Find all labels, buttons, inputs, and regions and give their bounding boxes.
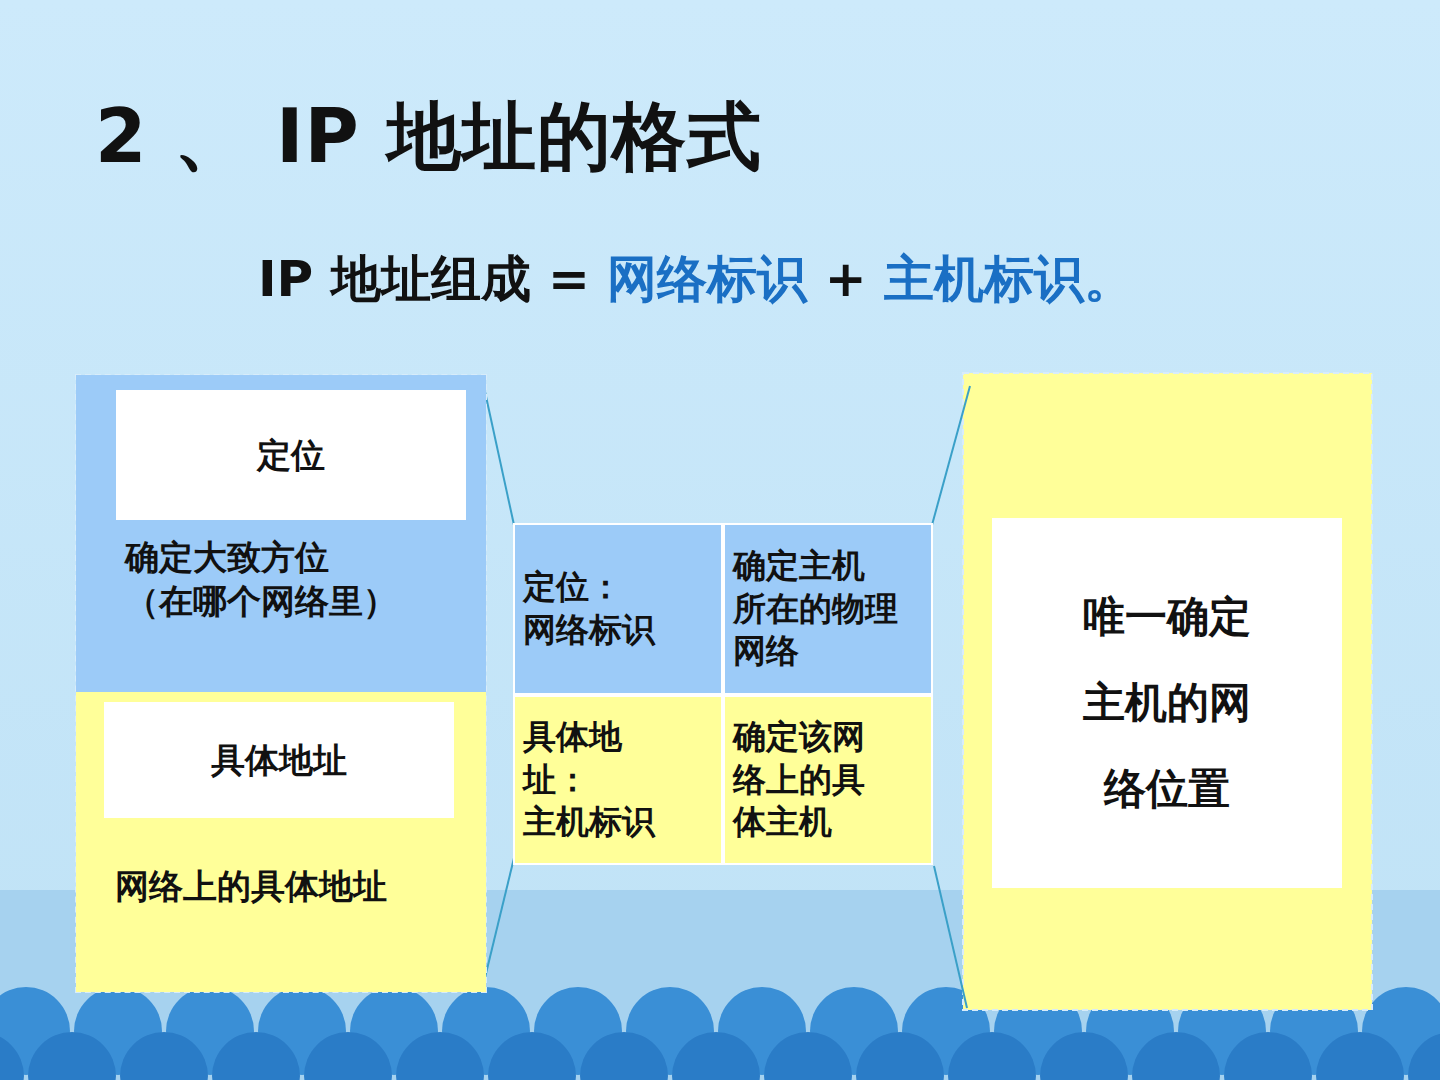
location-band: 确定大致方位 （在哪个网络里） 定位 bbox=[76, 375, 486, 692]
subtitle: IP 地址组成 = 网络标识 + 主机标识。 bbox=[258, 246, 1134, 313]
address-band: 网络上的具体地址 具体地址 bbox=[76, 692, 486, 992]
subtitle-part: IP 地址组成 = bbox=[258, 250, 590, 308]
table-cell: 确定主机 所在的物理 网络 bbox=[723, 523, 933, 695]
table-cell: 具体地 址： 主机标识 bbox=[513, 695, 723, 865]
result-box: 唯一确定 主机的网 络位置 bbox=[992, 518, 1342, 888]
node-text: 定位： 网络标识 bbox=[523, 566, 691, 652]
subtitle-part: 主机标识。 bbox=[884, 250, 1134, 308]
node-text: 确定大致方位 （在哪个网络里） bbox=[125, 535, 465, 623]
subtitle-part: 网络标识 bbox=[607, 250, 807, 308]
node-text: 确定主机 所在的物理 网络 bbox=[733, 545, 905, 674]
title: 2 、 IP 地址的格式 bbox=[95, 88, 762, 188]
table-cell: 定位： 网络标识 bbox=[513, 523, 723, 695]
node-text: 定位 bbox=[257, 433, 325, 477]
table-cell: 确定该网 络上的具 体主机 bbox=[723, 695, 933, 865]
location-box: 定位 bbox=[116, 390, 466, 520]
subtitle-part: + bbox=[825, 250, 867, 308]
node-text: 确定该网 络上的具 体主机 bbox=[733, 716, 905, 845]
node-text: 网络上的具体地址 bbox=[115, 864, 475, 908]
address-box: 具体地址 bbox=[104, 702, 454, 818]
node-text: 具体地 址： 主机标识 bbox=[523, 716, 691, 845]
node-text: 具体地址 bbox=[211, 738, 347, 782]
node-text: 唯一确定 主机的网 络位置 bbox=[1070, 574, 1263, 832]
